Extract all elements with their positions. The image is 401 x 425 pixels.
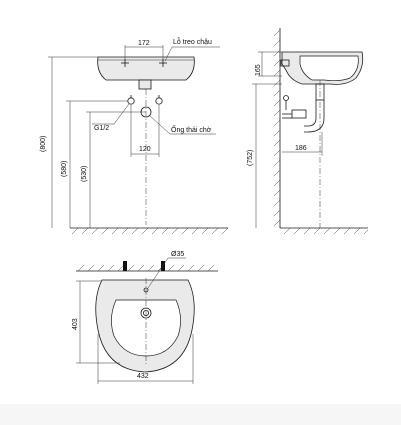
plan-valve-left [123,261,127,271]
dim-h580: (580) [61,161,68,177]
side-bracket [280,59,290,67]
plan-valve-right [161,261,165,271]
dim-plan-width: 432 [137,373,149,380]
dim-total-height: (800) [40,136,47,152]
dim-h530: (530) [81,166,88,182]
supply-valve-left [127,95,135,105]
front-basin [97,56,195,81]
label-mount-hole: Lỗ treo chậu [173,37,212,46]
side-basin-bowl [299,55,359,82]
front-floor-hatch [71,227,229,235]
label-diameter: Ø35 [171,251,184,258]
dim-side-top: 165 [255,64,262,76]
front-view: 172 Lỗ treo chậu (800) (580) (530) G1/2 [40,37,229,235]
side-trap [282,83,325,133]
dim-plan-depth: 403 [72,318,79,330]
side-wall-hatch [273,29,281,227]
dim-side-depth: 186 [295,145,307,152]
supply-valve-right [155,95,163,105]
side-floor-hatch [283,227,369,235]
label-drain-pipe: Ống thải chờ [171,124,212,134]
plan-view: Ø35 403 432 [72,251,218,384]
dim-side-height: (752) [247,150,254,166]
mount-hole-left [121,59,129,67]
dim-hole-spacing: 172 [138,40,150,47]
footer-band [0,404,401,425]
side-view: 165 (752) 186 [247,28,369,235]
label-thread: G1/2 [94,125,109,132]
front-drain-neck [138,79,152,90]
plan-wall-hatch [77,264,215,272]
mount-hole-right [159,59,167,67]
dim-supply-spacing: 120 [139,146,151,153]
